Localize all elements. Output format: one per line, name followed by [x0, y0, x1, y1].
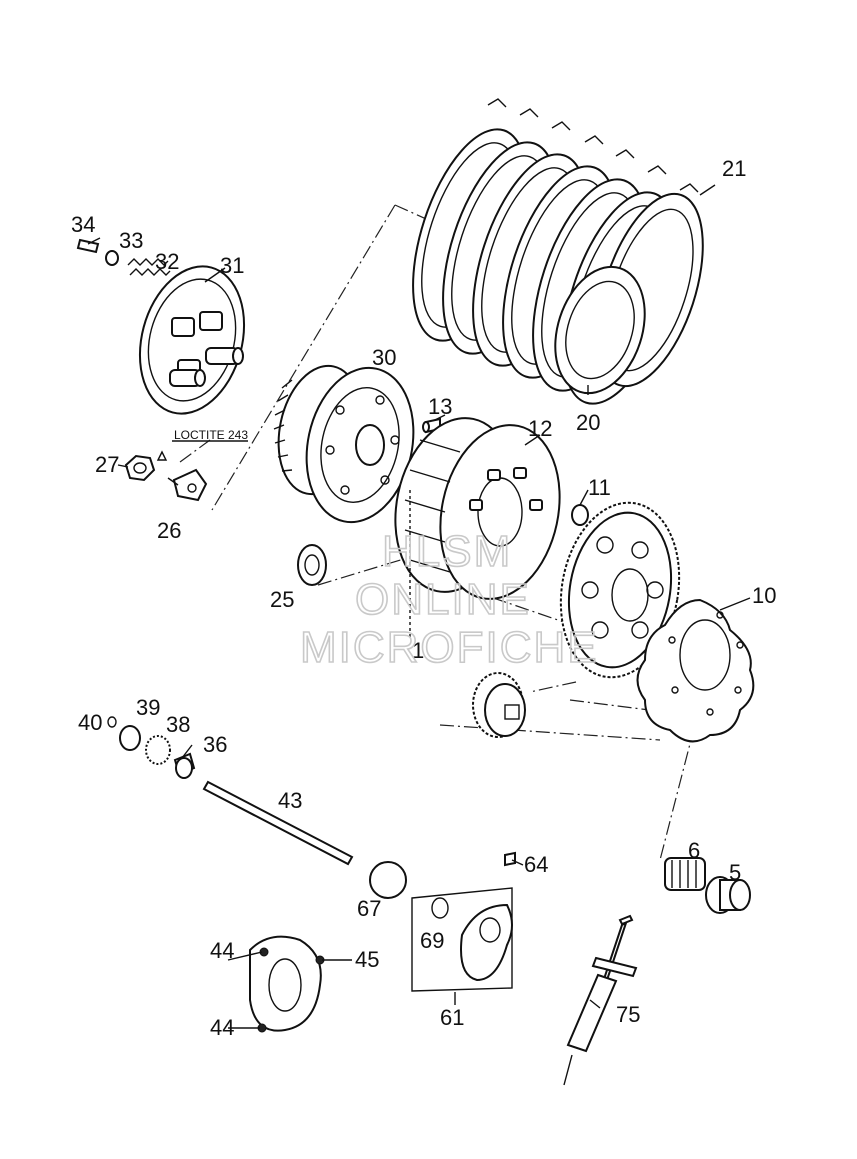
drive-gear: [472, 672, 526, 738]
screw-34: [76, 238, 100, 254]
label-part-6: 6: [688, 838, 700, 863]
spring-screw-group: [76, 238, 171, 276]
screw-64: [504, 851, 516, 867]
label-part-38: 38: [166, 712, 190, 737]
needle-bearing-6: [664, 857, 706, 891]
label-part-44-bottom: 44: [210, 1015, 234, 1040]
label-part-27: 27: [95, 452, 119, 477]
loctite-note: LOCTITE 243: [174, 428, 248, 442]
damper-11: [571, 504, 589, 526]
bushing-5: [705, 876, 751, 914]
syringe-75: [563, 914, 638, 1086]
label-part-13: 13: [428, 394, 452, 419]
label-part-20: 20: [576, 410, 600, 435]
washer-33: [105, 250, 119, 266]
label-part-69: 69: [420, 928, 444, 953]
label-part-30: 30: [372, 345, 396, 370]
primary-gear: [559, 501, 681, 679]
wave-disc-10: [636, 598, 755, 743]
label-part-61: 61: [440, 1005, 464, 1030]
pressure-plate: [138, 265, 246, 415]
label-part-64: 64: [524, 852, 548, 877]
label-part-21: 21: [722, 156, 746, 181]
part-labels: 1 5 6 10 11 12 13 20 21 25 26 27 30 31 3…: [71, 156, 776, 1040]
label-part-12: 12: [528, 416, 552, 441]
spring-32: [127, 258, 169, 266]
label-part-26: 26: [157, 518, 181, 543]
pushrod-assembly: [107, 716, 354, 866]
watermark-line-2: ONLINE: [355, 575, 531, 624]
slave-cylinder-group: [411, 851, 516, 992]
watermark-line-1: HLSM: [382, 527, 512, 576]
watermark: HLSM ONLINE MICROFICHE: [299, 526, 599, 673]
label-part-45: 45: [355, 947, 379, 972]
seal-69: [431, 897, 449, 919]
label-part-34: 34: [71, 212, 95, 237]
label-part-32: 32: [155, 249, 179, 274]
label-part-10: 10: [752, 583, 776, 608]
inner-clutch-hub: [273, 364, 415, 524]
label-part-40: 40: [78, 710, 102, 735]
leader-lines: [87, 184, 751, 1029]
clutch-basket: [394, 417, 561, 600]
clutch-cover: [249, 935, 325, 1033]
label-part-25: 25: [270, 587, 294, 612]
label-part-11: 11: [588, 475, 611, 500]
label-part-39: 39: [136, 695, 160, 720]
label-part-75: 75: [616, 1002, 640, 1027]
label-part-44-top: 44: [210, 938, 234, 963]
bearing-38: [145, 735, 171, 765]
watermark-line-3: MICROFICHE: [300, 623, 599, 672]
clutch-plates-stack: [412, 98, 704, 405]
pushrod-43: [202, 780, 354, 866]
label-part-43: 43: [278, 788, 302, 813]
label-part-36: 36: [203, 732, 227, 757]
washer-39: [119, 725, 141, 751]
label-part-31: 31: [220, 253, 244, 278]
label-part-33: 33: [119, 228, 143, 253]
oring-67: [369, 861, 407, 899]
thrust-washer-25: [297, 544, 327, 586]
nut-lockwasher: [124, 450, 208, 502]
label-part-67: 67: [357, 896, 381, 921]
nut-27: [124, 454, 156, 482]
ring-40: [107, 716, 117, 728]
label-part-1: 1: [412, 638, 424, 663]
label-part-5: 5: [729, 860, 741, 885]
